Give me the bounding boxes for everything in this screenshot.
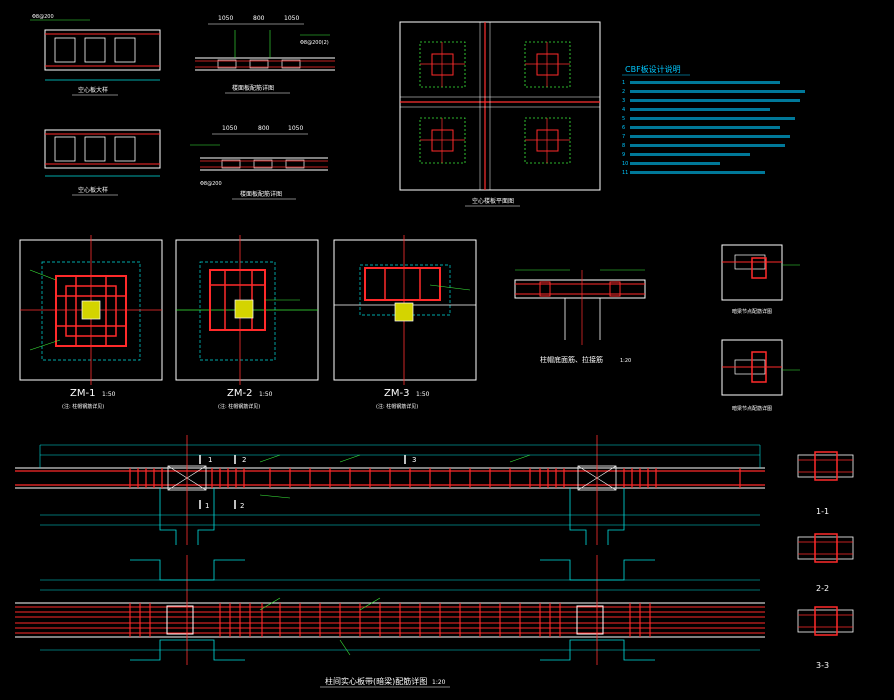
plan-cap-tl [419, 41, 466, 88]
zm2-scale: 1:50 [259, 391, 273, 398]
note-num-8: 8 [622, 143, 625, 149]
column-cap-zm1: ZM-1 1:50 (注: 柱帽钢筋详见) [19, 235, 163, 410]
dim-a-3: 1050 [284, 15, 299, 22]
sec-label-2: 2-2 [816, 584, 829, 593]
cap-section-scale: 1:20 [620, 358, 631, 364]
section-1-1: 1-1 [797, 451, 854, 516]
note-num-11: 11 [622, 170, 628, 176]
section-3-3: 3-3 [797, 606, 854, 670]
beam-scale: 1:20 [432, 679, 446, 686]
dim-a-2: 800 [253, 15, 265, 22]
note-num-9: 9 [622, 152, 625, 158]
zm2-note: (注: 柱帽钢筋详见) [218, 403, 260, 410]
slab-caption-1: 空心板大样 [78, 86, 108, 94]
plan-cap-bl [419, 117, 466, 164]
floor-caption-2: 楼面板配筋详图 [240, 190, 282, 198]
zm3-note: (注: 柱帽钢筋详见) [376, 403, 418, 410]
zm3-scale: 1:50 [416, 391, 430, 398]
sec-mark-1-top: 1 [208, 456, 212, 464]
notes-lines: 1 2 3 4 5 6 7 8 9 10 11 [622, 80, 805, 176]
slab-plan-view: 空心楼板平面图 [399, 21, 601, 207]
note-num-10: 10 [622, 161, 628, 167]
note-num-6: 6 [622, 125, 625, 131]
cap-section-caption: 柱帽底面筋、拉接筋 [540, 355, 603, 364]
sec-label-3: 3-3 [816, 661, 829, 670]
note-num-2: 2 [622, 89, 625, 95]
slab-caption-2: 空心板大样 [78, 186, 108, 194]
beam-plan: 柱间实心板带(暗梁)配筋详图 1:20 [15, 555, 765, 688]
zm1-scale: 1:50 [102, 391, 116, 398]
sec-mark-1-bot: 1 [205, 502, 209, 510]
slab-label-2: Φ8@200(2) [300, 40, 329, 46]
note-num-5: 5 [622, 116, 625, 122]
sec-mark-2-bot: 2 [240, 502, 244, 510]
floor-slab-rebar-detail-1: 1050 800 1050 Φ8@200(2) 楼面板配筋详图 [195, 15, 335, 94]
dim-b-2: 800 [258, 125, 270, 132]
slab-label-1: Φ8@200 [32, 14, 54, 20]
notes-title: CBF板设计说明 [625, 64, 681, 74]
node-caption-1: 暗梁节点配筋详图 [732, 308, 772, 315]
zm1-note: (注: 柱帽钢筋详见) [62, 403, 104, 410]
cap-section-detail: 柱帽底面筋、拉接筋 1:20 [514, 269, 646, 364]
slab-label-3: Φ8@200 [200, 181, 222, 187]
zm2-label: ZM-2 [227, 388, 252, 399]
plan-cap-br [524, 117, 571, 164]
column-cap-zm2: ZM-2 1:50 (注: 柱帽钢筋详见) [175, 235, 319, 410]
plan-caption: 空心楼板平面图 [472, 197, 514, 205]
column-cap-zm3: ZM-3 1:50 (注: 柱帽钢筋详见) [333, 235, 477, 410]
floor-caption-1: 楼面板配筋详图 [232, 84, 274, 92]
sec-label-1: 1-1 [816, 507, 829, 516]
sec-mark-3-top: 3 [412, 456, 416, 464]
hollow-slab-detail-1: Φ8@200 空心板大样 [30, 14, 161, 96]
note-num-3: 3 [622, 98, 625, 104]
section-2-2: 2-2 [797, 533, 854, 593]
plan-cap-tr [524, 41, 571, 88]
floor-slab-rebar-detail-2: 1050 800 1050 Φ8@200 楼面板配筋详图 [190, 125, 328, 200]
hollow-slab-detail-2: 空心板大样 [44, 129, 161, 196]
beam-elevation: 1 2 3 1 2 [15, 435, 765, 545]
node-caption-2: 暗梁节点配筋详图 [732, 405, 772, 412]
zm1-label: ZM-1 [70, 388, 95, 399]
note-num-4: 4 [622, 107, 625, 113]
dim-b-3: 1050 [288, 125, 303, 132]
sec-mark-2-top: 2 [242, 456, 246, 464]
beam-caption: 柱间实心板带(暗梁)配筋详图 [325, 676, 427, 686]
dim-b-1: 1050 [222, 125, 237, 132]
beam-node-detail-1: 暗梁节点配筋详图 [721, 244, 800, 315]
note-num-7: 7 [622, 134, 625, 140]
note-num-1: 1 [622, 80, 625, 86]
dim-a-1: 1050 [218, 15, 233, 22]
beam-node-detail-2: 暗梁节点配筋详图 [721, 339, 800, 412]
zm3-label: ZM-3 [384, 388, 409, 399]
design-notes: CBF板设计说明 1 2 3 4 5 6 7 8 9 10 11 [622, 64, 805, 176]
